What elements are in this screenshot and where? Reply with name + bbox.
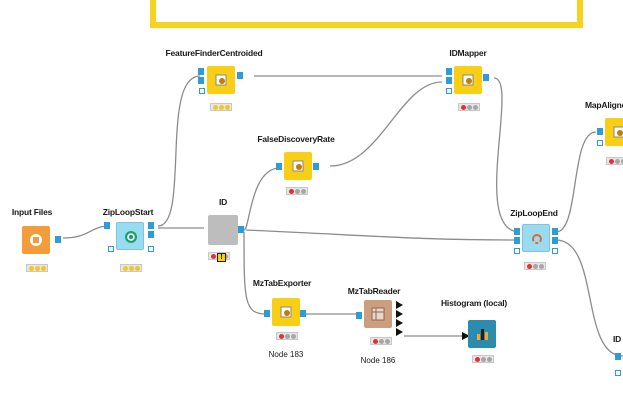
- tool-node-body[interactable]: [284, 152, 312, 180]
- node-status-indicator: [276, 332, 298, 340]
- wire-id-to-mztabexporter: [243, 231, 267, 315]
- node-title: MzTabReader: [347, 286, 401, 296]
- variable-port[interactable]: [199, 88, 205, 94]
- input-port[interactable]: [198, 68, 204, 75]
- input-port[interactable]: [514, 237, 520, 244]
- node-status-indicator: [26, 264, 48, 272]
- node-status-indicator: [524, 262, 546, 270]
- output-port[interactable]: [552, 237, 558, 244]
- wire-id-to-ziploopend: [245, 229, 521, 241]
- loop-start-node-body[interactable]: [116, 222, 144, 250]
- output-port[interactable]: [148, 222, 154, 229]
- input-port[interactable]: [446, 68, 452, 75]
- table-output-port[interactable]: [396, 328, 403, 336]
- tool-node-body[interactable]: [272, 298, 300, 326]
- output-port[interactable]: [148, 231, 154, 238]
- node-title: ZipLoopEnd: [510, 208, 558, 218]
- node-title: FeatureFinderCentroided: [165, 48, 263, 58]
- table-output-port[interactable]: [396, 319, 403, 327]
- output-port[interactable]: [237, 72, 243, 79]
- table-output-port[interactable]: [396, 301, 403, 309]
- output-port[interactable]: [552, 228, 558, 235]
- gear-icon: [292, 160, 304, 172]
- file-reader-node-body[interactable]: [22, 226, 50, 254]
- workflow-annotation[interactable]: [150, 0, 583, 28]
- node-title: MzTabExporter: [252, 278, 312, 288]
- tool-node-body[interactable]: [605, 118, 623, 146]
- node-status-indicator: [370, 337, 392, 345]
- input-port[interactable]: [264, 310, 270, 317]
- node-title: ZipLoopStart: [102, 207, 154, 217]
- input-port[interactable]: [198, 77, 204, 84]
- tool-node-body[interactable]: [454, 66, 482, 94]
- wire-input-to-ziploopstart: [62, 225, 111, 239]
- node-status-indicator: [210, 103, 232, 111]
- input-port[interactable]: [597, 128, 603, 135]
- output-port[interactable]: [313, 163, 319, 170]
- wire-ziploopend-to-id-right: [555, 239, 623, 357]
- node-title: MapAlignerPoseC: [585, 100, 623, 110]
- node-status-indicator: [286, 187, 308, 195]
- node-title: FalseDiscoveryRate: [257, 134, 335, 144]
- input-port[interactable]: [615, 353, 621, 360]
- variable-port[interactable]: [514, 248, 520, 254]
- histogram-icon: [477, 329, 488, 340]
- wire-ziploopstart-to-featurefinder: [157, 75, 201, 227]
- output-port[interactable]: [238, 226, 244, 233]
- warning-icon: !: [217, 253, 226, 262]
- variable-port[interactable]: [552, 248, 558, 254]
- node-title: ID: [218, 197, 228, 207]
- variable-port[interactable]: [615, 370, 621, 376]
- gear-icon: [613, 126, 623, 138]
- node-status-indicator: [120, 264, 142, 272]
- node-label: Node 183: [268, 350, 304, 359]
- tool-node-body[interactable]: [207, 66, 235, 94]
- node-title: Histogram (local): [440, 298, 508, 308]
- reader-node-body[interactable]: [364, 300, 392, 328]
- output-port[interactable]: [55, 236, 61, 243]
- variable-port[interactable]: [597, 140, 603, 146]
- table-output-port[interactable]: [396, 310, 403, 318]
- input-port[interactable]: [104, 222, 110, 229]
- gear-icon: [280, 306, 292, 318]
- wire-fdr-to-idmapper: [329, 81, 443, 167]
- input-port[interactable]: [356, 312, 362, 319]
- node-title: ID: [613, 334, 622, 344]
- gear-icon: [215, 74, 227, 86]
- table-reader-icon: [371, 307, 385, 321]
- node-status-indicator: [458, 103, 480, 111]
- variable-port[interactable]: [108, 246, 114, 252]
- node-status-indicator: [606, 157, 623, 165]
- wire-idmapper-to-ziploopend: [493, 77, 521, 233]
- input-port[interactable]: [276, 163, 282, 170]
- node-title: Input Files: [11, 207, 53, 217]
- variable-port[interactable]: [446, 88, 452, 94]
- node-label: Node 186: [360, 356, 396, 365]
- output-port[interactable]: [483, 74, 489, 81]
- loop-icon: [125, 231, 137, 243]
- wire-ziploopend-to-mapaligner: [555, 131, 597, 233]
- wire-id-to-fdr: [243, 167, 281, 231]
- input-port[interactable]: [446, 77, 452, 84]
- metanode-body[interactable]: [208, 215, 238, 245]
- histogram-arrow-icon: [462, 332, 470, 340]
- loop-end-node-body[interactable]: [522, 224, 550, 252]
- variable-port[interactable]: [148, 246, 154, 252]
- loop-end-icon: [532, 234, 542, 244]
- view-node-body[interactable]: [468, 320, 496, 348]
- input-port[interactable]: [514, 228, 520, 235]
- node-status-indicator: [472, 355, 494, 363]
- gear-icon: [462, 74, 474, 86]
- output-port[interactable]: [300, 310, 306, 317]
- node-title: IDMapper: [449, 48, 487, 58]
- file-reader-icon: [30, 234, 42, 246]
